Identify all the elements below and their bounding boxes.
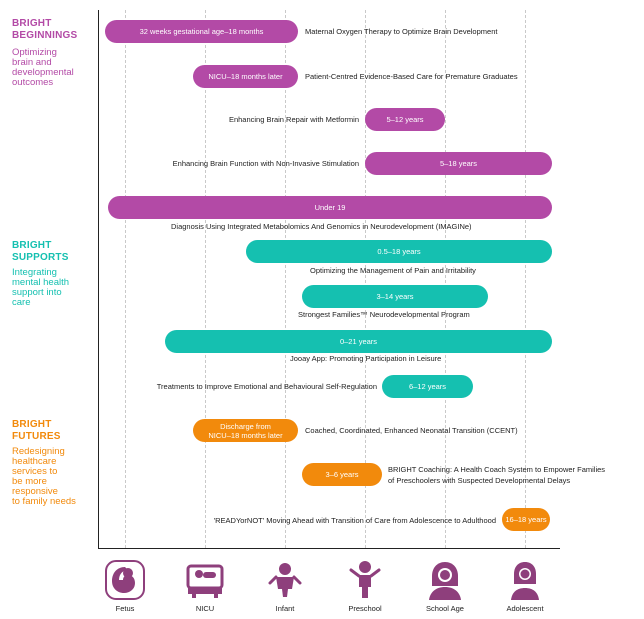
project-range-pill: 5–12 years — [365, 108, 445, 131]
section-title-line-1: BRIGHT — [12, 18, 52, 29]
gridline-fetus — [125, 10, 126, 548]
project-range-pill: NICU–18 months later — [193, 65, 298, 88]
project-name: Strongest Families™ Neurodevelopmental P… — [298, 310, 470, 319]
incubator-icon — [186, 564, 224, 598]
fetus-icon — [105, 560, 145, 600]
project-range-pill: 5–18 years — [365, 152, 552, 175]
stage-label: Preschool — [348, 604, 382, 613]
adolescent-icon — [511, 562, 539, 600]
section-subtitle-line: responsive — [12, 486, 58, 497]
section-subtitle-line: care — [12, 297, 31, 308]
project-range-pill: 0.5–18 years — [246, 240, 552, 263]
range-line: Discharge from — [220, 421, 271, 431]
x-axis-line — [98, 548, 560, 549]
section-title-line-2: FUTURES — [12, 431, 61, 442]
stage-label: Adolescent — [506, 604, 544, 613]
project-name: Optimizing the Management of Pain and Ir… — [310, 266, 476, 275]
gridline-adolescent — [525, 10, 526, 548]
project-name: Patient-Centred Evidence-Based Care for … — [305, 72, 518, 81]
project-range-pill: 0–21 years — [165, 330, 552, 353]
section-title-line-2: BEGINNINGS — [12, 30, 78, 41]
section-subtitle-line: support into — [12, 287, 62, 298]
stage-label: School Age — [426, 604, 464, 613]
section-subtitle-line: Optimizing — [12, 47, 57, 58]
range-line: NICU–18 months later — [208, 430, 283, 440]
project-range-pill: Under 19 — [108, 196, 552, 219]
section-subtitle-line: services to — [12, 466, 58, 477]
project-name: Enhancing Brain Repair with Metformin — [228, 115, 359, 124]
stage-label: Fetus — [115, 604, 135, 613]
section-title-line-1: BRIGHT — [12, 419, 52, 430]
school-age-child-icon — [429, 562, 461, 600]
section-subtitle-line: be more — [12, 476, 47, 487]
infant-icon — [268, 563, 302, 597]
project-name-line: of Preschoolers with Suspected Developme… — [388, 476, 571, 485]
project-range-pill: 6–12 years — [382, 375, 473, 398]
project-name: Maternal Oxygen Therapy to Optimize Brai… — [305, 27, 498, 36]
gridline-infant — [285, 10, 286, 548]
section-subtitle-line: developmental — [12, 67, 74, 78]
project-range-pill: 3–6 years — [302, 463, 382, 486]
project-range-pill: 16–18 years — [502, 508, 550, 531]
section-title-line-2: SUPPORTS — [12, 252, 69, 263]
gridline-preschool — [365, 10, 366, 548]
project-name: Coached, Coordinated, Enhanced Neonatal … — [305, 426, 518, 435]
section-subtitle-line: to family needs — [12, 496, 76, 507]
project-name: Enhancing Brain Function with Non-Invasi… — [172, 159, 359, 168]
project-name: Diagnosis Using Integrated Metabolomics … — [171, 222, 472, 231]
preschool-child-icon — [349, 561, 381, 598]
section-subtitle-line: Redesigning — [12, 446, 65, 457]
project-name: 'READYorNOT' Moving Ahead with Transitio… — [213, 516, 496, 525]
project-name: Jooay App: Promoting Participation in Le… — [290, 354, 442, 363]
gridline-school-age — [445, 10, 446, 548]
section-title-line-1: BRIGHT — [12, 240, 52, 251]
section-subtitle-line: healthcare — [12, 456, 57, 467]
section-subtitle-line: mental health — [12, 277, 70, 288]
y-axis-line — [98, 10, 99, 548]
stage-label: NICU — [195, 604, 215, 613]
project-name-line: BRIGHT Coaching: A Health Coach System t… — [388, 465, 606, 474]
project-range-pill: 32 weeks gestational age–18 months — [105, 20, 298, 43]
stage-label: Infant — [275, 604, 295, 613]
section-subtitle-line: Integrating — [12, 267, 57, 278]
gridline-nicu — [205, 10, 206, 548]
section-subtitle-line: brain and — [12, 57, 52, 68]
section-subtitle-line: outcomes — [12, 77, 54, 88]
project-name: Treatments to Improve Emotional and Beha… — [156, 382, 377, 391]
project-range-pill: 3–14 years — [302, 285, 488, 308]
project-range-pill: Discharge from NICU–18 months later — [193, 419, 298, 442]
